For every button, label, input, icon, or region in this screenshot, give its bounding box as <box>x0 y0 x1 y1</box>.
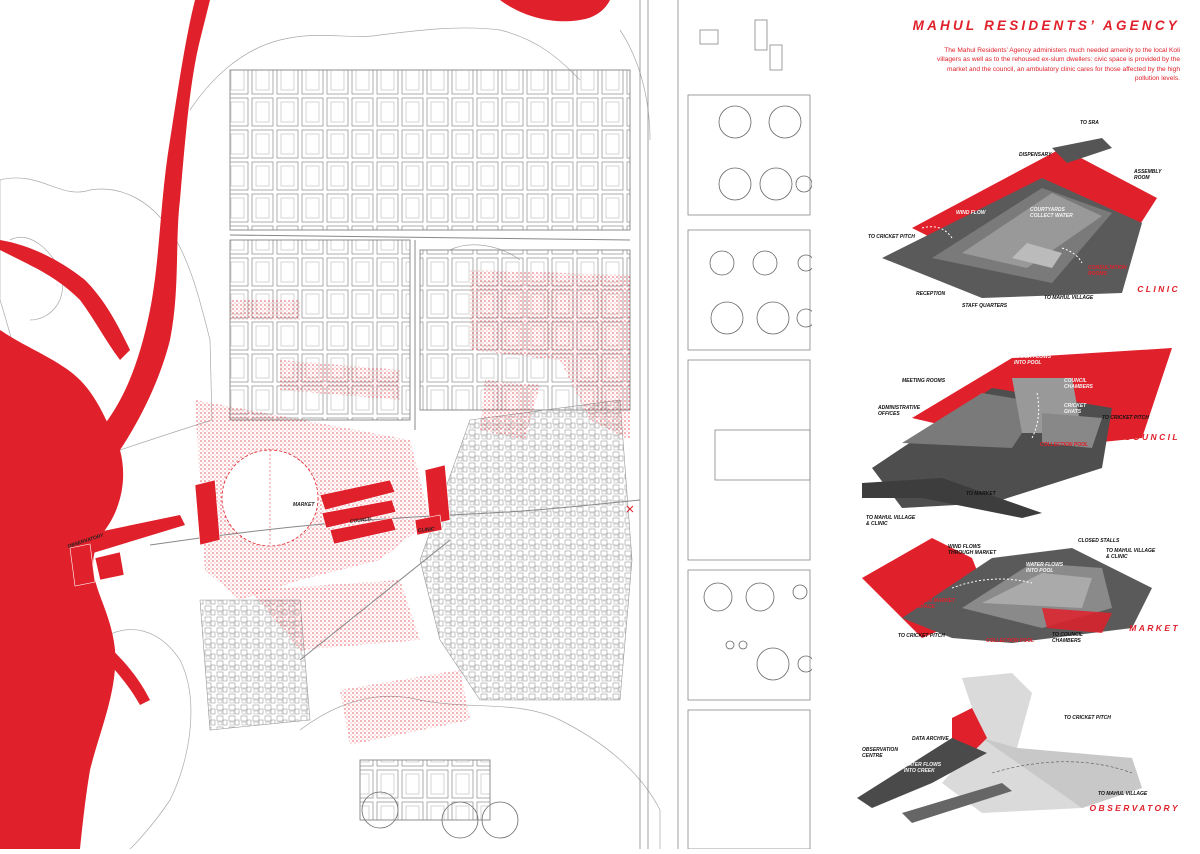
council-label-to-market: TO MARKET <box>966 491 996 497</box>
market-label-to-council: TO COUNCIL CHAMBERS <box>1052 632 1084 644</box>
observatory-label-to-cricket-pitch: TO CRICKET PITCH <box>1064 715 1111 721</box>
council-label-meeting-rooms: MEETING ROOMS <box>902 378 946 384</box>
site-plan: OBSERVATORY MARKET COUNCIL CLINIC <box>0 0 816 850</box>
panel-title: MAHUL RESIDENTS’ AGENCY <box>912 18 1180 33</box>
council-label-to-cricket-pitch: TO CRICKET PITCH <box>1102 415 1149 421</box>
informal-settlement <box>199 399 633 731</box>
clinic-axonometric <box>882 138 1157 298</box>
section-clinic: TO SRA DISPENSARY ASSEMBLY ROOM WIND FLO… <box>812 118 1200 318</box>
site-plan-drawing: OBSERVATORY MARKET COUNCIL CLINIC <box>0 0 816 850</box>
market-label-closed-stalls: CLOSED STALLS <box>1078 538 1120 544</box>
clinic-label-reception: RECEPTION <box>916 291 946 297</box>
market-label-to-mahul-village: TO MAHUL VILLAGE & CLINIC <box>1106 548 1156 560</box>
map-label-clinic: CLINIC <box>418 526 436 534</box>
market-title: MARKET <box>1129 623 1180 633</box>
council-axonometric <box>862 348 1172 518</box>
council-title: COUNCIL <box>1124 432 1180 442</box>
panel-description: The Mahul Residents’ Agency administers … <box>937 47 1180 82</box>
observatory-title: OBSERVATORY <box>1089 803 1180 813</box>
observatory-label-data-archive: DATA ARCHIVE <box>912 736 949 742</box>
section-market: WIND FLOWS THROUGH MARKET CLOSED STALLS … <box>812 528 1200 663</box>
clinic-title: CLINIC <box>1137 284 1180 294</box>
clinic-label-to-sra: TO SRA <box>1080 120 1099 126</box>
storage-tanks <box>361 105 816 839</box>
clinic-label-assembly-room: ASSEMBLY ROOM <box>1134 169 1162 181</box>
council-label-cricket-ghats: CRICKET GHATS <box>1064 403 1087 415</box>
market-label-wind-flows: WIND FLOWS THROUGH MARKET <box>948 544 997 556</box>
agency-buildings <box>69 464 451 587</box>
council-label-council-chambers: COUNCIL CHAMBERS <box>1064 378 1093 390</box>
section-council: WATER FLOWS INTO POOL MEETING ROOMS COUN… <box>812 318 1200 528</box>
section-observatory: TO CRICKET PITCH DATA ARCHIVE OBSERVATIO… <box>812 663 1200 849</box>
clinic-label-dispensary: DISPENSARY <box>1019 152 1052 158</box>
market-axonometric <box>862 538 1152 643</box>
observatory-label-to-mahul-village: TO MAHUL VILLAGE <box>1098 791 1148 797</box>
market-label-collection-pool: COLLECTION POOL <box>986 638 1035 644</box>
x-markers <box>21 505 634 563</box>
council-label-to-mahul-village: TO MAHUL VILLAGE & CLINIC <box>866 515 916 527</box>
observatory-label-water-flows: WATER FLOWS INTO CREEK <box>904 762 942 774</box>
clinic-label-staff-quarters: STAFF QUARTERS <box>962 303 1008 309</box>
market-label-water-flows: WATER FLOWS INTO POOL <box>1026 562 1064 574</box>
clinic-label-wind-flow: WIND FLOW <box>956 210 986 216</box>
observatory-label-observation-centre: OBSERVATION CENTRE <box>862 747 898 759</box>
observatory-axonometric <box>857 673 1142 823</box>
map-label-council: COUNCIL <box>349 516 372 525</box>
council-label-collection-pool: COLLECTION POOL <box>1040 442 1089 448</box>
industrial-zone <box>639 0 811 850</box>
clinic-label-to-cricket-pitch: TO CRICKET PITCH <box>868 234 915 240</box>
map-label-market: MARKET <box>293 502 315 508</box>
creek-water <box>0 0 610 849</box>
clinic-label-consultation-rooms: CONSULTATION ROOMS <box>1088 265 1127 277</box>
clinic-label-courtyards: COURTYARDS COLLECT WATER <box>1030 207 1073 219</box>
council-label-administrative-offices: ADMINISTRATIVE OFFICES <box>878 405 921 417</box>
market-label-open-market: OPEN MARKET SPACE <box>918 598 955 610</box>
cricket-pitch <box>221 449 319 547</box>
agency-panel: MAHUL RESIDENTS’ AGENCY The Mahul Reside… <box>812 0 1200 849</box>
council-label-water-flows: WATER FLOWS INTO POOL <box>1014 354 1052 366</box>
market-label-to-cricket-pitch: TO CRICKET PITCH <box>898 633 945 639</box>
clinic-label-to-mahul-village: TO MAHUL VILLAGE <box>1044 295 1094 301</box>
